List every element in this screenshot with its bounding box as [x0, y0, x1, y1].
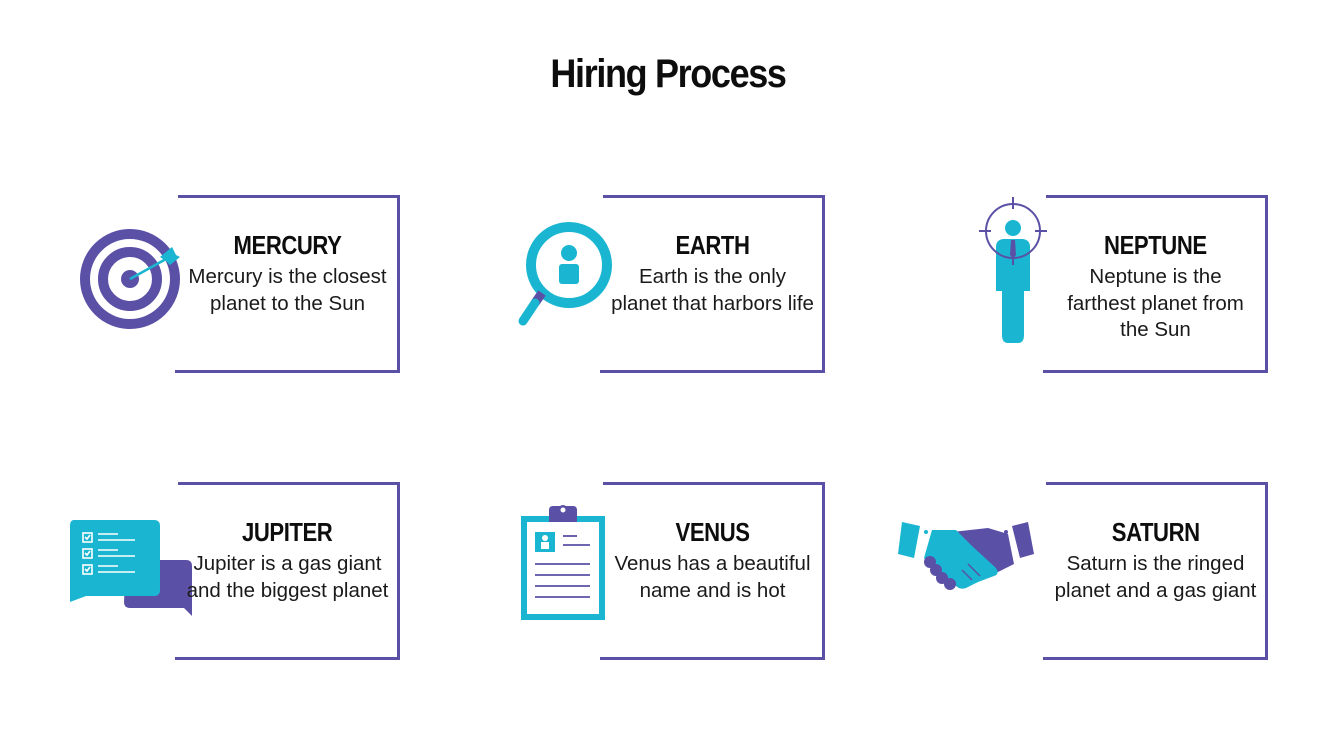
card-description: Mercury is the closest planet to the Sun	[188, 265, 387, 315]
card-jupiter: JUPITER Jupiter is a gas giant and the b…	[60, 482, 420, 666]
card-heading: JUPITER	[242, 517, 333, 547]
card-heading: VENUS	[675, 517, 750, 547]
card-heading: EARTH	[675, 230, 750, 260]
card-description: Saturn is the ringed planet and a gas gi…	[1054, 552, 1257, 602]
handshake-icon	[898, 522, 1034, 590]
card-description: Earth is the only planet that harbors li…	[611, 265, 814, 315]
card-venus: VENUS Venus has a beautiful name and is …	[485, 482, 845, 666]
target-icon	[80, 229, 180, 329]
magnifier-person-icon	[518, 222, 612, 326]
slide-title: Hiring Process	[550, 52, 787, 96]
clipboard-resume-icon	[521, 505, 605, 620]
card-mercury: MERCURY Mercury is the closest planet to…	[60, 195, 420, 379]
targeted-person-icon	[979, 197, 1047, 343]
card-frame: SATURN Saturn is the ringed planet and a…	[1043, 482, 1268, 660]
card-heading: NEPTUNE	[1104, 230, 1207, 260]
card-frame: MERCURY Mercury is the closest planet to…	[175, 195, 400, 373]
card-saturn: SATURN Saturn is the ringed planet and a…	[898, 482, 1288, 666]
card-heading: SATURN	[1111, 517, 1200, 547]
card-heading: MERCURY	[233, 230, 342, 260]
card-frame: EARTH Earth is the only planet that harb…	[600, 195, 825, 373]
card-description: Venus has a beautiful name and is hot	[614, 552, 811, 602]
card-frame: VENUS Venus has a beautiful name and is …	[600, 482, 825, 660]
card-description: Jupiter is a gas giant and the biggest p…	[186, 552, 389, 602]
chat-checklist-icon	[70, 520, 192, 616]
card-description: Neptune is the farthest planet from the …	[1067, 265, 1244, 341]
card-frame: JUPITER Jupiter is a gas giant and the b…	[175, 482, 400, 660]
card-earth: EARTH Earth is the only planet that harb…	[485, 195, 845, 379]
card-neptune: NEPTUNE Neptune is the farthest planet f…	[928, 195, 1288, 379]
card-frame: NEPTUNE Neptune is the farthest planet f…	[1043, 195, 1268, 373]
